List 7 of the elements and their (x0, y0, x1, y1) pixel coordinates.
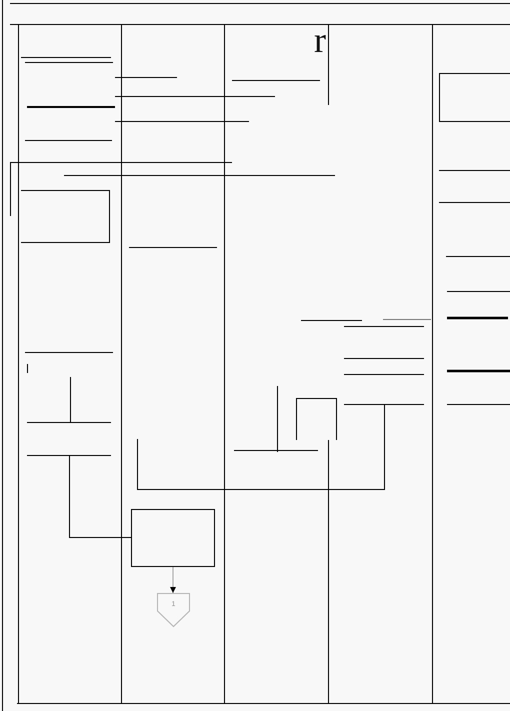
arrow (170, 566, 176, 594)
off-page-connector (157, 593, 190, 627)
process-box (21, 190, 110, 243)
connector-line (69, 454, 132, 538)
process-box (131, 509, 215, 567)
text-label: r (314, 29, 326, 51)
process-box (439, 73, 510, 122)
